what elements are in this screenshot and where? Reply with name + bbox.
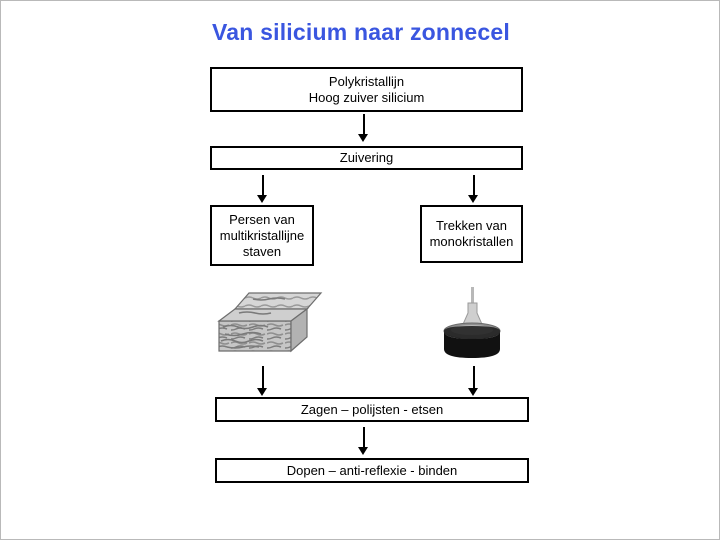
ingot-svg [217, 292, 323, 353]
flow-node-label: Trekken van [435, 218, 508, 233]
down-arrow-icon [257, 175, 268, 203]
flow-node-label: Persen van [229, 211, 295, 227]
flow-node-label: Hoog zuiver silicium [308, 89, 425, 105]
crucible-svg [443, 287, 501, 358]
flow-node-zagen[interactable]: Zagen – polijsten - etsen [215, 397, 529, 422]
flow-node-zuivering[interactable]: Zuivering [210, 146, 523, 170]
flow-node-label: Zuivering [339, 150, 394, 165]
flow-node-trekken[interactable]: Trekken van monokristallen [420, 205, 523, 263]
down-arrow-icon [468, 175, 479, 203]
flow-node-label: Zagen – polijsten - etsen [300, 401, 444, 417]
down-arrow-icon [257, 366, 268, 396]
flow-node-label: monokristallen [429, 234, 514, 249]
flow-node-persen[interactable]: Persen van multikristallijne staven [210, 205, 314, 266]
multicrystalline-silicon-block-image [213, 287, 325, 363]
flow-node-polykristallijn[interactable]: Polykristallijn Hoog zuiver silicium [210, 67, 523, 112]
flow-node-label: Polykristallijn [328, 73, 405, 89]
flow-node-label: multikristallijne [219, 227, 305, 243]
page-title: Van silicium naar zonnecel [212, 19, 510, 45]
flow-node-label: Dopen – anti-reflexie - binden [286, 462, 458, 478]
down-arrow-icon [358, 114, 369, 142]
down-arrow-icon [468, 366, 479, 396]
flow-node-dopen[interactable]: Dopen – anti-reflexie - binden [215, 458, 529, 483]
down-arrow-icon [358, 427, 369, 455]
czochralski-crystal-pulling-image [438, 287, 508, 363]
flow-node-label: staven [242, 243, 282, 259]
